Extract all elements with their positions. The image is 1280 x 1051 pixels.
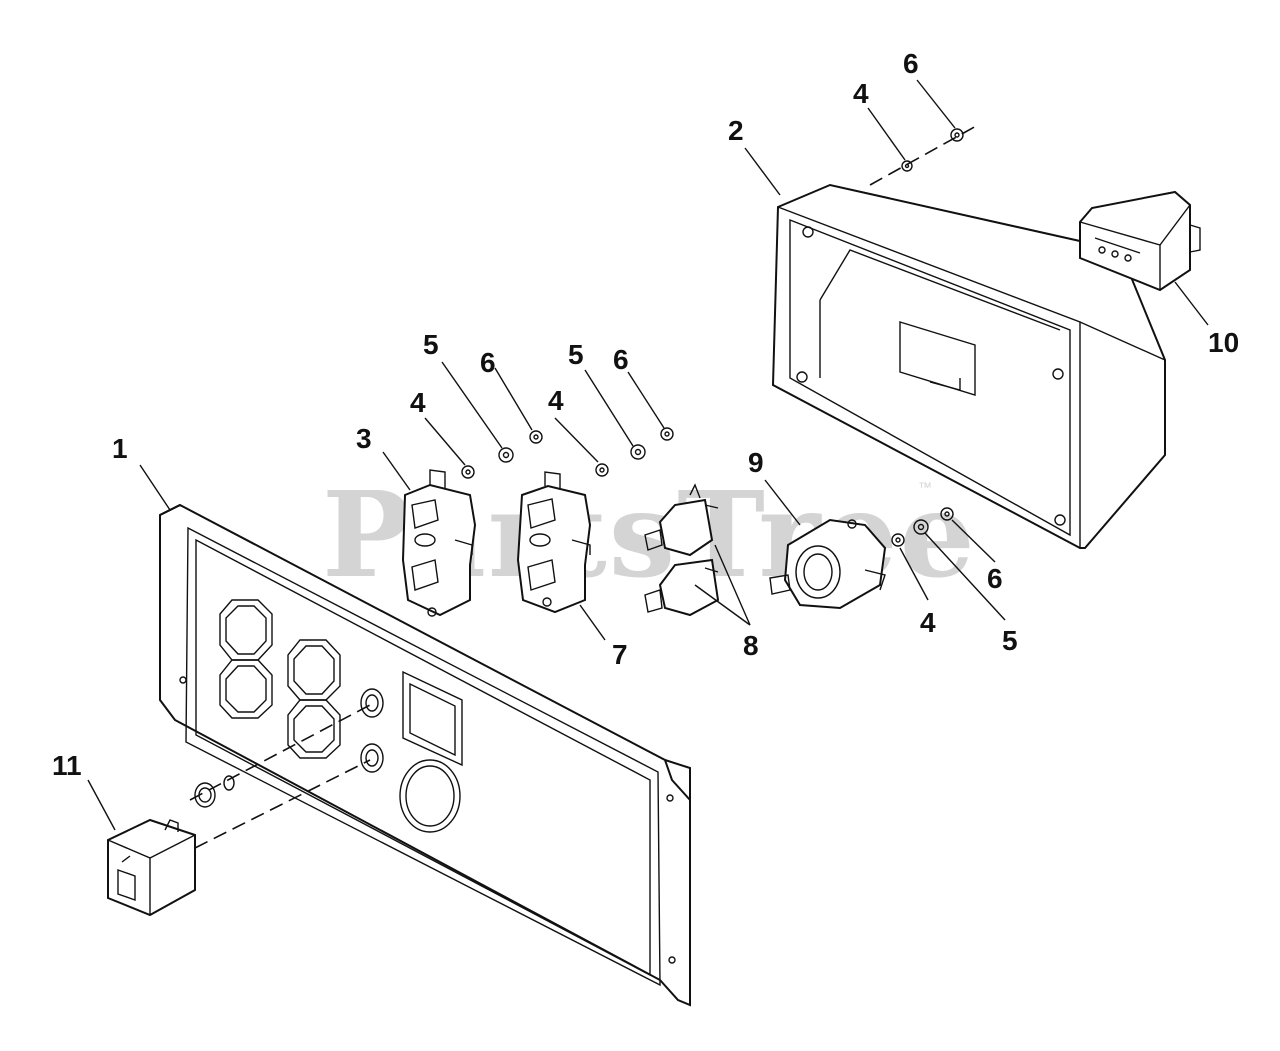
callout-10: 10 [1208,327,1239,358]
part-9-twistlock-receptacle [769,518,887,610]
part-10-switch [1079,190,1201,292]
watermark-trademark: ™ [918,479,932,495]
part-2-housing [771,183,1166,549]
part-1-control-panel [159,503,691,1007]
callout-4: 4 [920,607,936,638]
part-8-breakers [644,483,720,617]
callout-labels: 1 2 3 4 4 4 4 5 5 5 6 6 6 6 7 8 9 10 11 [52,48,1239,781]
callout-6: 6 [613,344,629,375]
callout-4: 4 [853,78,869,109]
callout-2: 2 [728,115,744,146]
callout-4: 4 [548,385,564,416]
callout-8: 8 [743,630,759,661]
callout-7: 7 [612,639,628,670]
callout-6: 6 [987,563,1003,594]
callout-5: 5 [423,329,439,360]
callout-5: 5 [568,339,584,370]
callout-11: 11 [52,750,82,781]
callout-3: 3 [356,423,372,454]
callout-6: 6 [480,347,496,378]
assembly-lines [189,124,979,849]
part-3-receptacle [401,469,477,617]
leader-lines [87,79,1209,831]
callout-9: 9 [748,447,764,478]
part-11-switch [107,818,196,917]
callout-5: 5 [1002,625,1018,656]
callout-6: 6 [903,48,919,79]
callout-1: 1 [112,433,128,464]
callout-4: 4 [410,387,426,418]
part-7-receptacle [516,471,592,614]
